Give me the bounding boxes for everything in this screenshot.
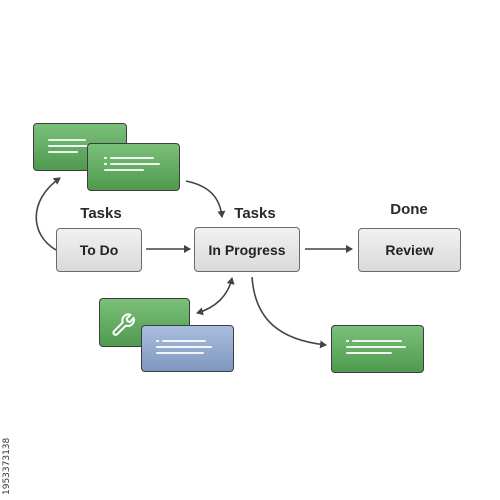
todo-node: To Do — [56, 228, 142, 272]
in-progress-node: In Progress — [194, 227, 300, 272]
card-text-line — [48, 151, 78, 153]
card-text-line — [156, 352, 204, 354]
card-text-line — [48, 139, 86, 141]
card-text-line — [352, 340, 402, 342]
card-text-line — [104, 169, 144, 171]
card-text-line — [48, 145, 94, 147]
card-bullet — [104, 163, 107, 165]
arrow-progress-to-done-card — [251, 276, 327, 349]
arrow-todo-to-cards — [35, 177, 61, 251]
card-bullet — [156, 340, 159, 342]
card-text-line — [110, 163, 160, 165]
card-text-line — [346, 352, 392, 354]
note-card — [141, 325, 234, 372]
review-node: Review — [358, 228, 461, 272]
card-text-line — [156, 346, 212, 348]
task-card-front — [87, 143, 180, 191]
card-text-line — [346, 346, 406, 348]
card-bullet — [104, 157, 107, 159]
card-text-line — [110, 157, 154, 159]
stock-id-text: 1953373138 — [2, 437, 12, 495]
review-header: Done — [390, 201, 428, 218]
wrench-icon — [112, 313, 135, 336]
done-card — [331, 325, 424, 373]
card-text-line — [162, 340, 206, 342]
card-bullet — [346, 340, 349, 342]
arrow-progress-tool-bidirectional — [196, 277, 235, 316]
progress-header: Tasks — [234, 205, 276, 222]
arrow-cards-to-progress — [185, 180, 226, 218]
todo-header: Tasks — [80, 205, 122, 222]
